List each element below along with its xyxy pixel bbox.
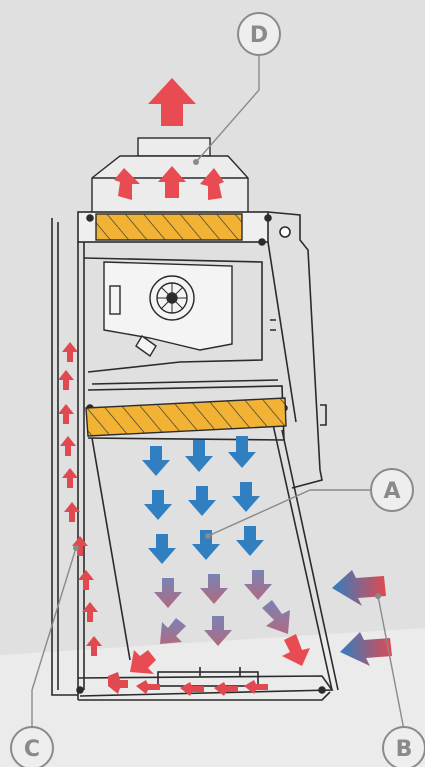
callout-a: A xyxy=(370,468,414,512)
background-lower-band xyxy=(0,628,425,767)
supply-hepa-filter xyxy=(85,397,287,437)
arrow-up-icon xyxy=(114,168,140,200)
callout-c: C xyxy=(10,726,54,767)
arrow-up-icon xyxy=(158,166,186,198)
downflow-arrows xyxy=(142,436,264,564)
callout-b: B xyxy=(382,726,425,767)
arrow-left-icon xyxy=(332,570,386,606)
callout-leaders xyxy=(31,54,405,731)
arrow-left-icon xyxy=(340,632,392,666)
inflow-arrows xyxy=(58,342,268,696)
blower-fan-icon xyxy=(103,261,233,358)
callout-b-label: B xyxy=(396,737,413,762)
callout-d-label: D xyxy=(250,23,268,48)
arrow-up-icon xyxy=(200,168,224,200)
callout-c-label: C xyxy=(24,737,40,762)
callout-a-label: A xyxy=(383,479,400,504)
room-inflow-arrows xyxy=(332,570,392,666)
mixed-arrows xyxy=(154,570,290,646)
callout-d: D xyxy=(237,12,281,56)
lower-mixed-arrows xyxy=(130,634,310,674)
arrow-up-icon xyxy=(148,78,196,126)
exhaust-hepa-filter xyxy=(95,213,243,241)
callout-dots xyxy=(73,159,381,599)
exhaust-arrows xyxy=(114,78,224,200)
